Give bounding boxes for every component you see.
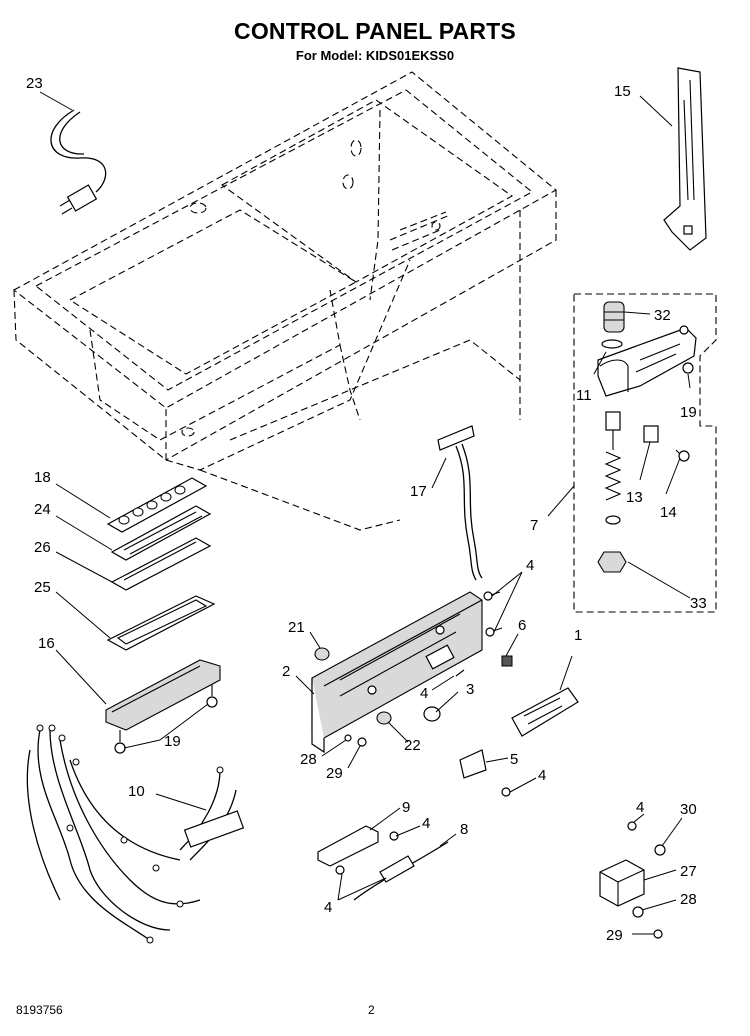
callout-21: 21	[288, 619, 305, 636]
bracket-15	[663, 67, 707, 251]
wire-harness	[26, 724, 245, 944]
callout-26: 26	[34, 539, 51, 556]
tub-outline	[13, 71, 557, 531]
callout-numbers: 23 15 32 11 19 13 14 7 33 18 24 26 25 16…	[26, 75, 707, 944]
callout-27: 27	[680, 863, 697, 880]
callout-19: 19	[680, 404, 697, 421]
document-number: 8193756	[16, 1003, 63, 1017]
callout-3: 3	[466, 681, 474, 698]
leader-lines	[39, 91, 691, 935]
callout-22: 22	[404, 737, 421, 754]
ribbon-cable	[437, 425, 483, 581]
control-board-1	[511, 687, 579, 737]
callout-4: 4	[636, 799, 644, 816]
callout-33: 33	[690, 595, 707, 612]
callout-16: 16	[38, 635, 55, 652]
callout-10: 10	[128, 783, 145, 800]
callout-15: 15	[614, 83, 631, 100]
callout-4: 4	[526, 557, 534, 574]
callout-32: 32	[654, 307, 671, 324]
callout-7: 7	[530, 517, 538, 534]
bracket-5	[459, 749, 511, 797]
callout-23: 23	[26, 75, 43, 92]
callout-13: 13	[626, 489, 643, 506]
page-number: 2	[368, 1003, 375, 1017]
page-title: CONTROL PANEL PARTS	[234, 18, 516, 44]
callout-18: 18	[34, 469, 51, 486]
callout-14: 14	[660, 504, 677, 521]
callout-28: 28	[300, 751, 317, 768]
callout-29: 29	[326, 765, 343, 782]
callout-9: 9	[402, 799, 410, 816]
callout-4: 4	[420, 685, 428, 702]
callout-5: 5	[510, 751, 518, 768]
bracket-9	[317, 825, 399, 867]
harness-8	[335, 841, 449, 901]
callout-30: 30	[680, 801, 697, 818]
callout-8: 8	[460, 821, 468, 838]
keypad-stack	[105, 477, 221, 754]
callout-19: 19	[164, 733, 181, 750]
callout-28: 28	[680, 891, 697, 908]
power-cord	[50, 109, 107, 215]
callout-29: 29	[606, 927, 623, 944]
model-subtitle: For Model: KIDS01EKSS0	[295, 48, 455, 63]
callout-4: 4	[538, 767, 546, 784]
callout-1: 1	[574, 627, 582, 644]
dispenser-assembly-7	[573, 293, 717, 613]
callout-2: 2	[282, 663, 290, 680]
callout-24: 24	[34, 501, 51, 518]
control-panel-2	[311, 591, 513, 754]
callout-4: 4	[422, 815, 430, 832]
callout-6: 6	[518, 617, 526, 634]
relay-27	[599, 821, 666, 939]
callout-25: 25	[34, 579, 51, 596]
callout-4: 4	[324, 899, 332, 916]
callout-11: 11	[576, 387, 592, 404]
callout-17: 17	[410, 483, 427, 500]
